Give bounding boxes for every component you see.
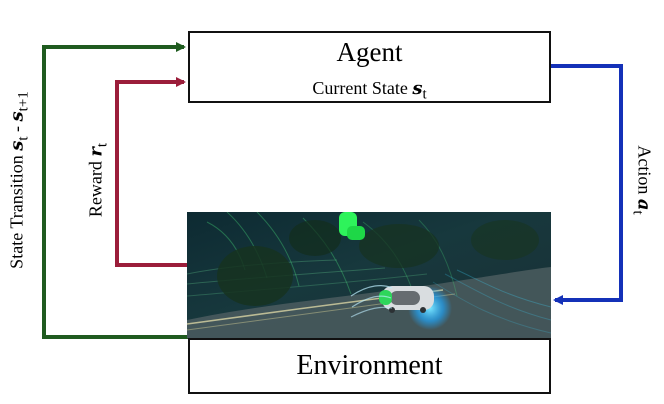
state-transition-connector xyxy=(42,42,188,339)
environment-box: Environment xyxy=(188,338,551,394)
agent-subtitle-prefix: Current State xyxy=(312,78,413,98)
reward-symbol: r xyxy=(85,147,107,157)
agent-box: Agent Current State st xyxy=(188,31,551,103)
state-transition-separator: - xyxy=(6,121,27,137)
action-connector xyxy=(551,64,623,305)
vehicle-icon xyxy=(379,286,434,313)
agent-title: Agent xyxy=(336,37,403,67)
action-prefix: Action xyxy=(634,145,655,199)
state-transition-symbol-next: s xyxy=(6,111,28,122)
state-transition-subscript-next: t+1 xyxy=(15,91,32,112)
agent-subtitle: Current State st xyxy=(190,78,549,105)
reward-connector xyxy=(115,77,188,267)
driving-scene-graphic xyxy=(187,212,551,338)
state-transition-symbol-current: s xyxy=(6,140,28,151)
reward-label: Reward rt xyxy=(86,143,113,217)
environment-scene-image xyxy=(187,212,551,338)
state-transition-prefix: State Transition xyxy=(6,150,27,269)
state-transition-subscript-current: t xyxy=(15,136,32,141)
action-label: Action at xyxy=(628,145,655,214)
agent-subtitle-symbol: s xyxy=(412,78,423,99)
reward-prefix: Reward xyxy=(85,156,106,218)
agent-subtitle-subscript: t xyxy=(422,86,427,103)
action-subscript: t xyxy=(629,210,646,215)
action-symbol: a xyxy=(633,198,655,211)
reward-subscript: t xyxy=(94,142,111,148)
state-transition-label: State Transition st - st+1 xyxy=(7,91,34,269)
environment-title: Environment xyxy=(296,350,443,381)
